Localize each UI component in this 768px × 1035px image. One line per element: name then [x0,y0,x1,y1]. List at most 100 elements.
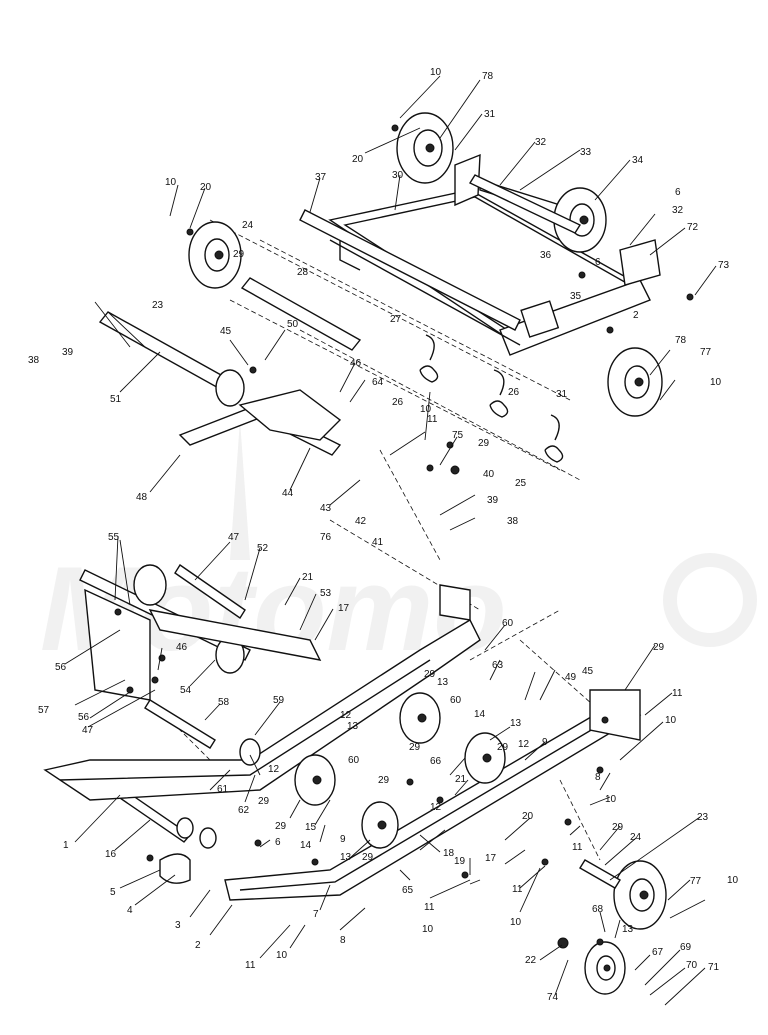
callout-30: 30 [392,170,404,181]
callout-23: 23 [697,812,709,823]
callout-75: 75 [452,430,464,441]
idler-wheel-top [396,112,454,184]
callout-73: 73 [718,260,730,271]
callout-24: 24 [630,832,642,843]
callout-31: 31 [484,109,496,120]
callout-20: 20 [200,182,212,193]
callout-38: 38 [507,516,519,527]
callout-29: 29 [612,822,624,833]
callout-14: 14 [474,709,486,720]
idler-wheel-left [188,221,242,289]
callout-69: 69 [680,942,692,953]
callout-29: 29 [233,249,245,260]
callout-29: 29 [409,742,421,753]
callout-59: 59 [273,695,285,706]
callout-labels: 10 78 31 20 32 33 34 37 30 10 20 24 29 6… [28,67,739,1003]
callout-34: 34 [632,155,644,166]
callout-13: 13 [340,852,352,863]
callout-56: 56 [55,662,67,673]
callout-12: 12 [518,739,530,750]
callout-65: 65 [402,885,414,896]
callout-11: 11 [245,960,256,971]
callout-37: 37 [315,172,327,183]
callout-29: 29 [478,438,490,449]
callout-3: 3 [175,920,181,931]
callout-17: 17 [338,603,350,614]
callout-18: 18 [443,848,455,859]
callout-61: 61 [217,784,229,795]
idler-wheel-bottom-right [613,860,667,930]
callout-14: 14 [300,840,312,851]
callout-21: 21 [455,774,467,785]
callout-44: 44 [282,488,294,499]
callout-51: 51 [110,394,122,405]
callout-6: 6 [675,187,681,198]
callout-6: 6 [595,257,601,268]
front-arm-assembly [84,369,342,701]
callout-17: 17 [485,853,497,864]
callout-52: 52 [257,543,269,554]
callout-39: 39 [487,495,499,506]
callout-67: 67 [652,947,664,958]
callout-32: 32 [672,205,684,216]
callout-29: 29 [424,669,436,680]
callout-29: 29 [362,852,374,863]
callout-8: 8 [340,935,346,946]
bogie-wheels [159,692,506,884]
callout-12: 12 [340,710,352,721]
callout-58: 58 [218,697,230,708]
callout-55: 55 [108,532,120,543]
callout-1: 1 [63,840,69,851]
callout-46: 46 [350,358,362,369]
callout-9: 9 [340,834,346,845]
callout-29: 29 [258,796,270,807]
callout-47: 47 [228,532,240,543]
callout-10: 10 [510,917,522,928]
callout-77: 77 [700,347,712,358]
callout-40: 40 [483,469,495,480]
callout-64: 64 [372,377,384,388]
callout-2: 2 [633,310,639,321]
callout-11: 11 [427,414,438,425]
callout-26: 26 [508,387,520,398]
callout-36: 36 [540,250,552,261]
callout-25: 25 [515,478,527,489]
callout-12: 12 [430,802,442,813]
idler-wheel-mid-right [607,347,663,417]
callout-74: 74 [547,992,559,1003]
callout-8: 8 [595,772,601,783]
callout-10: 10 [165,177,177,188]
callout-10: 10 [430,67,442,78]
callout-41: 41 [372,537,384,548]
callout-10: 10 [665,715,677,726]
callout-11: 11 [572,842,583,853]
callout-16: 16 [105,849,117,860]
callout-4: 4 [127,905,133,916]
callout-2: 2 [195,940,201,951]
callout-66: 66 [430,756,442,767]
callout-13: 13 [622,924,634,935]
callout-60: 60 [502,618,514,629]
callout-23: 23 [152,300,164,311]
callout-35: 35 [570,291,582,302]
callout-5: 5 [110,887,116,898]
callout-60: 60 [450,695,462,706]
callout-43: 43 [320,503,332,514]
callout-29: 29 [275,821,287,832]
callout-15: 15 [305,822,317,833]
callout-56: 56 [78,712,90,723]
callout-10: 10 [710,377,722,388]
callout-49: 49 [565,672,577,683]
callout-78: 78 [675,335,687,346]
callout-31: 31 [556,389,568,400]
callout-45: 45 [582,666,594,677]
callout-63: 63 [492,660,504,671]
callout-39: 39 [62,347,74,358]
callout-70: 70 [686,960,698,971]
idler-wheel-bottom [584,941,626,995]
callout-29: 29 [497,742,509,753]
callout-24: 24 [242,220,254,231]
callout-60: 60 [348,755,360,766]
callout-33: 33 [580,147,592,158]
callout-27: 27 [390,314,402,325]
